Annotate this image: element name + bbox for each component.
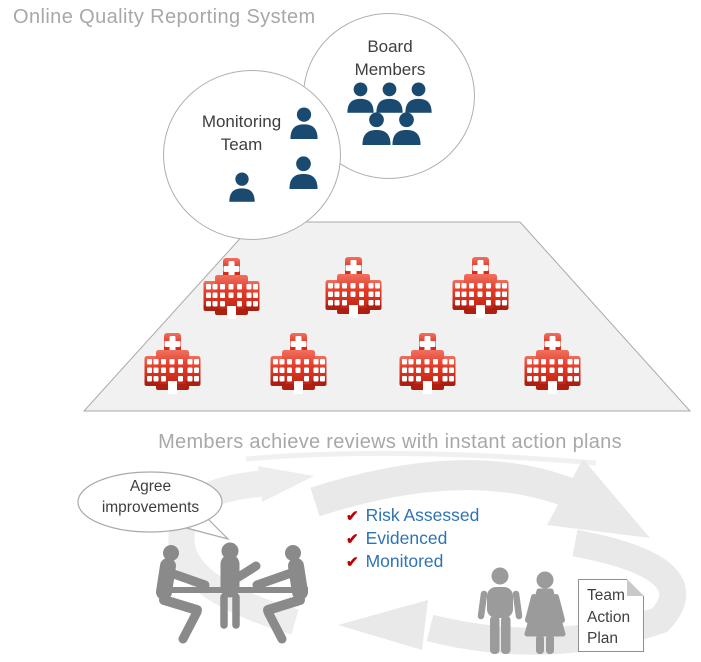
monitoring-team-label: Monitoring Team [201, 112, 282, 154]
woman-icon [524, 571, 566, 654]
checklist-item-label: Monitored [365, 551, 444, 571]
checklist-item: ✔ Monitored [346, 551, 479, 574]
check-icon: ✔ [346, 508, 359, 525]
checklist-item-label: Evidenced [365, 528, 448, 548]
cycle-arrow-top-icon [310, 459, 650, 538]
check-icon: ✔ [346, 554, 359, 571]
team-action-plan-note: Team Action Plan [578, 579, 644, 652]
board-members-label: Board Members [354, 37, 426, 79]
checklist-item: ✔ Risk Assessed [346, 505, 479, 528]
speech-bubble-label: Agree improvements [101, 478, 200, 516]
speech-bubble [77, 471, 230, 541]
checklist-item: ✔ Evidenced [346, 528, 479, 551]
checklist: ✔ Risk Assessed ✔ Evidenced ✔ Monitored [346, 505, 479, 574]
man-icon [477, 567, 523, 654]
cycle-top-sliver [245, 450, 597, 466]
note-label: Team Action Plan [587, 587, 631, 648]
caption: Members achieve reviews with instant act… [158, 431, 622, 453]
checklist-item-label: Risk Assessed [365, 505, 480, 525]
check-icon: ✔ [346, 531, 359, 548]
monitoring-team-circle: Monitoring Team [163, 70, 341, 240]
page-title: Online Quality Reporting System [13, 6, 316, 28]
meeting-silhouette-icon [156, 542, 308, 644]
